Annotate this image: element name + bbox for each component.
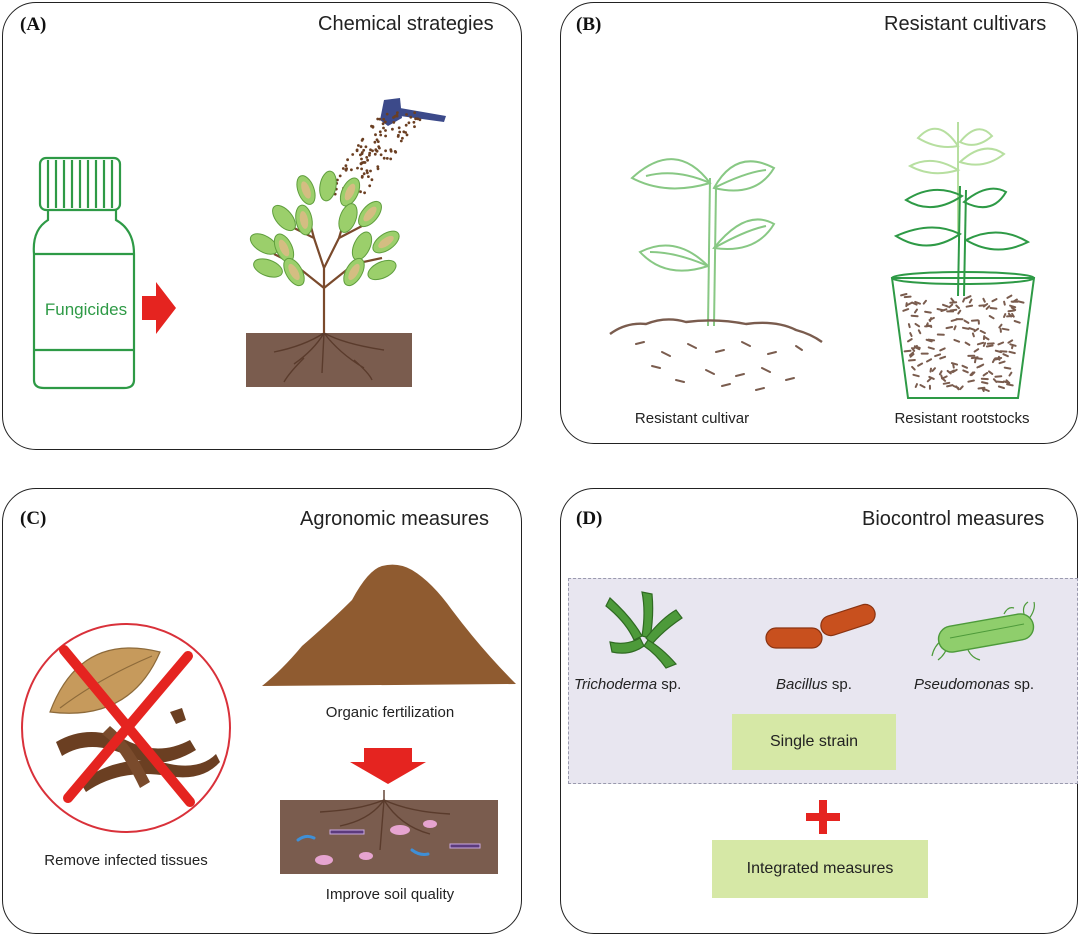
caption-remove-infected: Remove infected tissues [44, 852, 208, 869]
compost-pile-icon [262, 564, 516, 686]
species-bacillus: Bacillus sp. [776, 676, 852, 693]
arrow-down-icon [350, 748, 426, 784]
arrow-right-icon [142, 282, 176, 334]
pot-icon [890, 122, 1036, 399]
improved-soil-icon [280, 790, 498, 874]
pseudomonas-icon [931, 601, 1035, 661]
panel-a-label: (A) [20, 14, 47, 35]
species-trichoderma: Trichoderma sp. [574, 676, 682, 693]
no-symbol-icon [21, 623, 231, 833]
panel-resistant-cultivars [560, 2, 1078, 444]
plus-icon [806, 800, 840, 834]
panel-d-label: (D) [576, 508, 603, 529]
panel-d-title: Biocontrol measures [862, 508, 1045, 530]
caption-organic-fertilization: Organic fertilization [325, 704, 455, 721]
watering-can-icon [380, 98, 446, 126]
panel-b-label: (B) [576, 14, 602, 35]
plant-icon [246, 170, 412, 387]
bacillus-icon [765, 603, 876, 649]
panel-c-title: Agronomic measures [300, 508, 489, 530]
fungicide-bottle-icon [32, 156, 136, 390]
panel-b-title: Resistant cultivars [884, 13, 1047, 35]
bottle-label: Fungicides [44, 300, 128, 319]
caption-improve-soil: Improve soil quality [325, 886, 455, 903]
species-pseudomonas: Pseudomonas sp. [914, 676, 1035, 693]
panel-a-title: Chemical strategies [318, 13, 494, 35]
seedling-icon [609, 158, 823, 391]
caption-resistant-rootstocks: Resistant rootstocks [894, 410, 1030, 427]
single-strain-box: Single strain [732, 714, 896, 770]
caption-resistant-cultivar: Resistant cultivar [634, 410, 750, 427]
trichoderma-icon [605, 591, 683, 669]
panel-c-label: (C) [20, 508, 47, 529]
integrated-measures-box: Integrated measures [712, 840, 928, 898]
